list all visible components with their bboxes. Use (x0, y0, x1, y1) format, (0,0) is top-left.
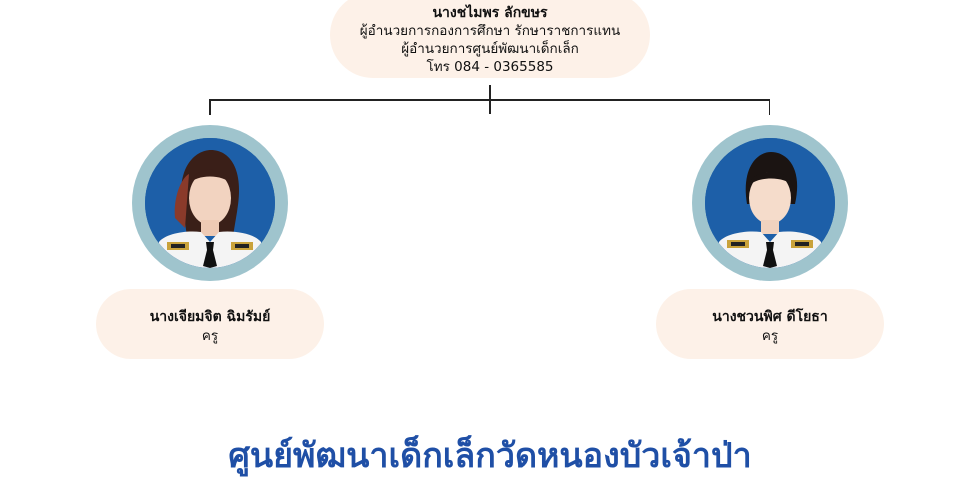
page-title: ศูนย์พัฒนาเด็กเล็กวัดหนองบัวเจ้าป่า (228, 436, 752, 476)
director-position-line-2: ผู้อำนวยการศูนย์พัฒนาเด็กเล็ก (401, 41, 579, 57)
staff-role-1: ครู (201, 328, 219, 344)
staff-photo-2 (705, 138, 835, 268)
connector-left-drop (209, 99, 211, 115)
staff-name-1: นางเจียมจิต ฉิมรัมย์ (149, 309, 271, 325)
staff-card-2: นางชวนพิศ ดีโยธา ครู (656, 289, 884, 359)
staff-avatar-ring-2 (692, 125, 848, 281)
person-portrait-icon (705, 138, 835, 268)
staff-card-1: นางเจียมจิต ฉิมรัมย์ ครู (96, 289, 324, 359)
staff-name-2: นางชวนพิศ ดีโยธา (712, 309, 828, 325)
connector-right-drop (768, 99, 770, 115)
director-position-line-1: ผู้อำนวยการกองการศึกษา รักษาราชการแทน (359, 23, 621, 39)
connector-horizontal (209, 99, 770, 101)
director-name: นางชไมพร ลักขษร (432, 5, 548, 21)
staff-avatar-ring-1 (132, 125, 288, 281)
person-portrait-icon (145, 138, 275, 268)
staff-photo-1 (145, 138, 275, 268)
director-phone: โทร 084 - 0365585 (426, 59, 554, 75)
director-card: นางชไมพร ลักขษร ผู้อำนวยการกองการศึกษา ร… (330, 0, 650, 78)
staff-role-2: ครู (761, 328, 779, 344)
